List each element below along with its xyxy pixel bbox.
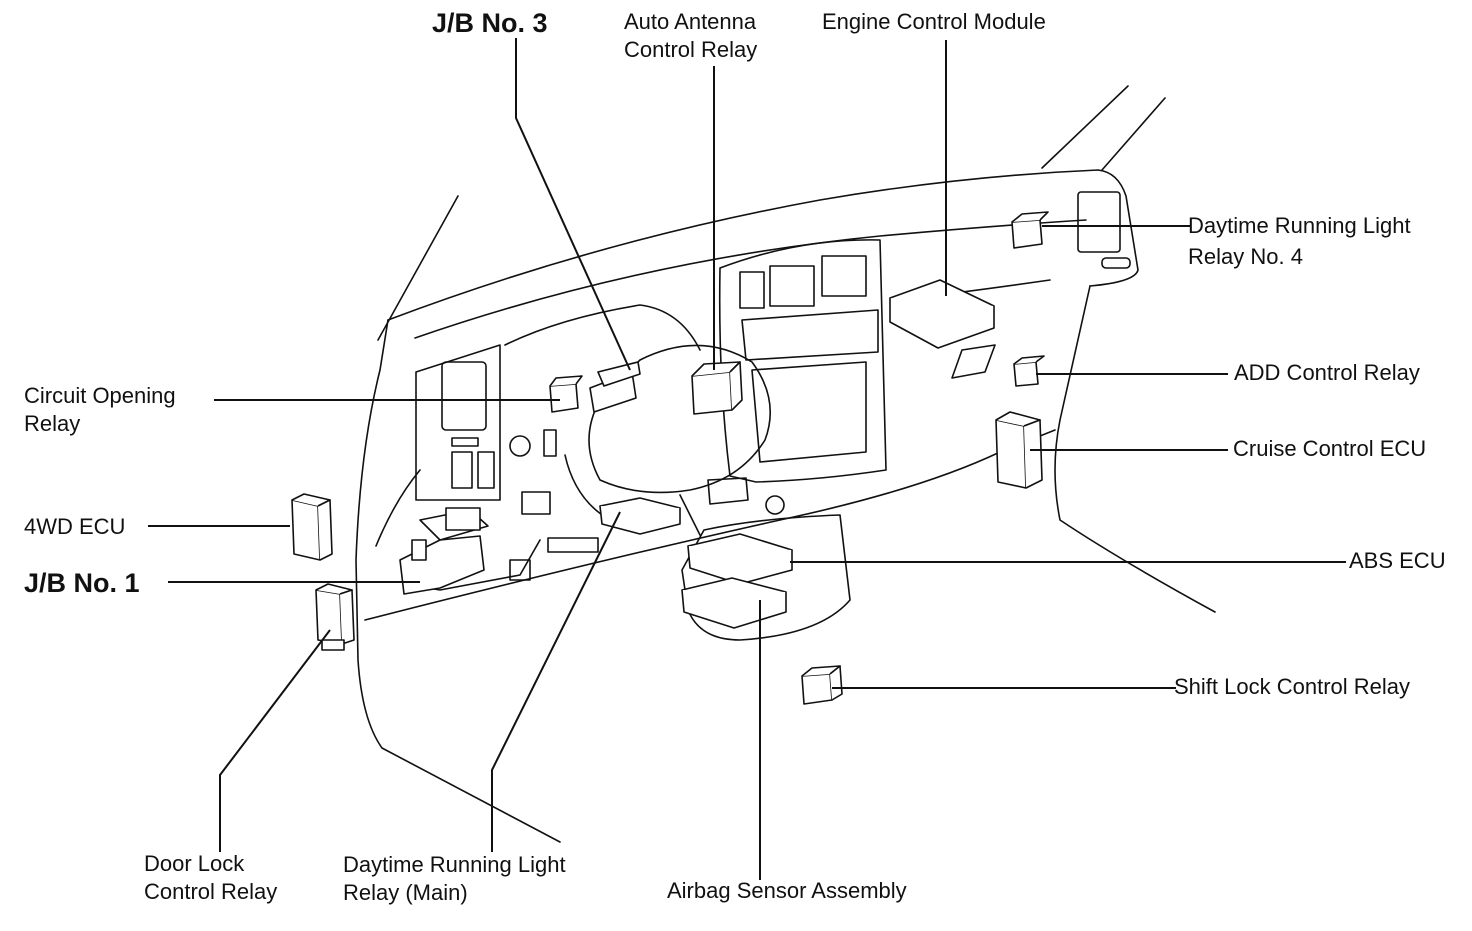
label-drl4-line1: Daytime Running Light: [1188, 213, 1411, 238]
engine-control-module-part: [889, 279, 995, 349]
label-drl4-line2: Relay No. 4: [1188, 244, 1303, 269]
leader-drl-main: [491, 511, 621, 852]
label-drl-main-line1: Daytime Running Light: [343, 852, 566, 877]
jb1-part: [399, 507, 489, 595]
label-door-lock-line1: Door Lock: [144, 851, 245, 876]
label-auto-antenna-line1: Auto Antenna: [624, 9, 757, 34]
label-auto-antenna-line2: Control Relay: [624, 37, 758, 62]
dashboard-body: [355, 169, 1216, 843]
door-lock-relay-part: [315, 583, 355, 651]
label-add-control-relay: ADD Control Relay: [1234, 360, 1420, 385]
label-airbag-sensor: Airbag Sensor Assembly: [667, 878, 907, 903]
airbag-sensor-part: [681, 577, 787, 629]
label-cruise-control-ecu: Cruise Control ECU: [1233, 436, 1427, 461]
leader-lines: [148, 38, 1346, 880]
shift-lock-relay-part: [801, 665, 843, 705]
jb3-part: [589, 361, 641, 413]
label-shift-lock-relay: Shift Lock Control Relay: [1174, 674, 1410, 699]
label-4wd-ecu: 4WD ECU: [24, 514, 126, 539]
auto-antenna-relay-part: [691, 361, 743, 415]
label-drl-main-line2: Relay (Main): [343, 880, 468, 905]
label-door-lock-line2: Control Relay: [144, 879, 278, 904]
leader-jb3: [515, 38, 631, 371]
leader-door-lock: [219, 629, 331, 852]
center-console: [681, 514, 851, 641]
4wd-ecu-part: [291, 493, 333, 561]
label-circuit-opening-line1: Circuit Opening: [24, 383, 176, 408]
label-circuit-opening-line2: Relay: [24, 411, 81, 436]
label-abs-ecu: ABS ECU: [1349, 548, 1446, 573]
add-control-relay-part: [1013, 355, 1045, 387]
label-ecm: Engine Control Module: [822, 9, 1046, 34]
circuit-opening-relay-part: [549, 375, 583, 413]
abs-ecu-part: [687, 533, 793, 585]
drl-relay-no4-part: [1011, 211, 1049, 249]
cruise-control-ecu-part: [995, 411, 1043, 489]
instrument-cluster: [415, 304, 701, 501]
label-jb3: J/B No. 3: [432, 8, 548, 38]
label-jb1: J/B No. 1: [24, 568, 140, 598]
windshield-pillars: [377, 85, 1166, 341]
